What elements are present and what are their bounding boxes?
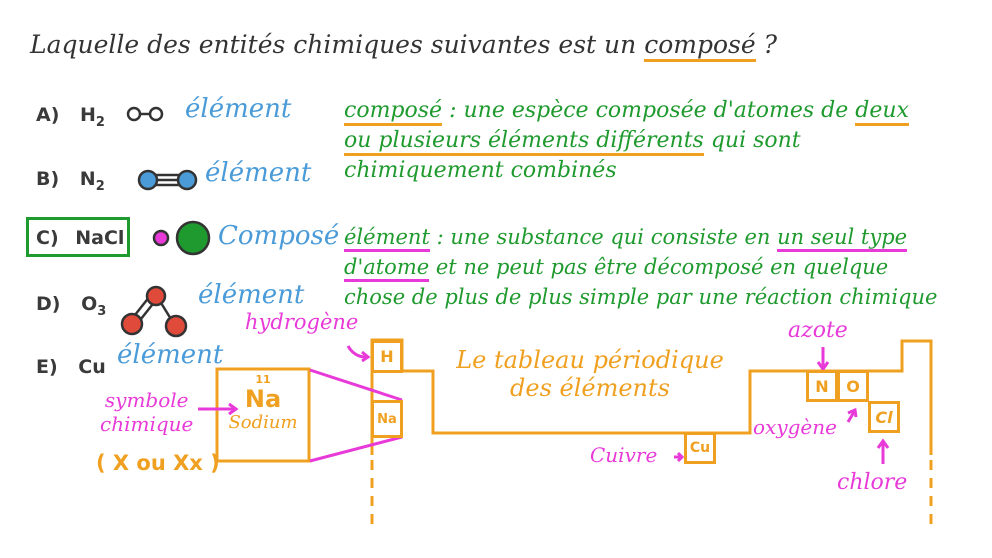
- periodic-table-title: Le tableau périodique des éléments: [440, 346, 740, 402]
- question-suffix: ?: [755, 30, 777, 59]
- option-letter: D): [36, 293, 61, 315]
- annotation-symbol-format: ( X ou Xx ): [96, 451, 220, 475]
- definition-text: : une substance qui consiste en: [429, 225, 778, 249]
- option-subscript: 3: [97, 303, 107, 319]
- definition-text: qui sont: [703, 128, 801, 153]
- element-name: Sodium: [228, 412, 298, 433]
- cell-hydrogen[interactable]: H: [371, 340, 403, 373]
- annotation-chlorine: chlore: [837, 470, 908, 495]
- n2-molecule-icon: [137, 169, 198, 191]
- option-b-classification: élément: [205, 158, 312, 188]
- option-c[interactable]: C) NaCl: [36, 227, 124, 249]
- definition-emphasis: deux: [855, 98, 909, 126]
- annotation-symbol: symbole chimique: [100, 388, 193, 436]
- annotation-hydrogen: hydrogène: [245, 310, 359, 334]
- option-a[interactable]: A) H2: [36, 104, 105, 130]
- option-letter: A): [36, 104, 60, 126]
- definition-term: élément: [344, 225, 430, 252]
- option-e-classification: élément: [117, 340, 224, 370]
- annotation-copper: Cuivre: [590, 443, 658, 467]
- option-formula: O: [81, 293, 98, 315]
- question-prefix: Laquelle des entités chimiques suivantes…: [30, 30, 645, 59]
- definition-emphasis: un seul type: [777, 225, 908, 252]
- cell-sodium[interactable]: Na: [371, 400, 403, 438]
- option-c-classification: Composé: [218, 221, 340, 251]
- annotation-oxygen: oxygène: [753, 415, 837, 439]
- cell-oxygen[interactable]: O: [837, 370, 869, 402]
- option-formula: Cu: [78, 356, 106, 378]
- definition-text: et ne peut pas être décomposé en quelque: [429, 255, 889, 279]
- option-subscript: 2: [95, 178, 105, 194]
- annotation-nitrogen: azote: [788, 318, 848, 343]
- o3-molecule-icon: [120, 285, 188, 338]
- definition-emphasis: ou plusieurs éléments différents: [344, 128, 704, 156]
- h2-molecule-icon: [126, 106, 164, 122]
- option-subscript: 2: [95, 114, 105, 130]
- option-formula: N: [79, 168, 96, 190]
- definition-text: : une espèce composée d'atomes de: [442, 98, 856, 123]
- option-letter: E): [36, 356, 58, 378]
- option-formula: H: [80, 104, 96, 126]
- element-symbol: Na: [244, 385, 282, 413]
- option-c-highlight-box: [26, 217, 130, 257]
- definition-compose: composé : une espèce composée d'atomes d…: [344, 96, 909, 186]
- option-a-classification: élément: [185, 94, 292, 124]
- definition-element: élément : une substance qui consiste en …: [344, 222, 937, 312]
- definition-emphasis: d'atome: [344, 255, 430, 282]
- definition-text: chose de plus de plus simple par une réa…: [344, 285, 938, 309]
- symbol-line-1: symbole: [104, 388, 189, 412]
- definition-text: chimiquement combinés: [344, 158, 617, 183]
- option-d-classification: élément: [198, 280, 305, 310]
- question-title: Laquelle des entités chimiques suivantes…: [30, 30, 777, 62]
- title-line-1: Le tableau périodique: [456, 346, 724, 374]
- title-line-2: des éléments: [510, 374, 670, 402]
- option-formula: NaCl: [75, 227, 125, 249]
- atomic-number: 11: [255, 373, 271, 386]
- symbol-line-2: chimique: [100, 412, 194, 436]
- cell-chlorine[interactable]: Cl: [868, 401, 900, 433]
- definition-term: composé: [344, 98, 443, 126]
- option-letter: B): [36, 168, 60, 190]
- nacl-molecule-icon: [152, 220, 211, 256]
- question-keyword: composé: [644, 30, 756, 62]
- option-letter: C): [36, 227, 59, 249]
- cell-nitrogen[interactable]: N: [806, 370, 838, 402]
- sodium-zoom-cell[interactable]: 11 Na Sodium: [217, 369, 309, 461]
- cell-copper[interactable]: Cu: [684, 432, 716, 464]
- option-b[interactable]: B) N2: [36, 168, 105, 194]
- option-d[interactable]: D) O3: [36, 293, 106, 319]
- option-e[interactable]: E) Cu: [36, 356, 106, 378]
